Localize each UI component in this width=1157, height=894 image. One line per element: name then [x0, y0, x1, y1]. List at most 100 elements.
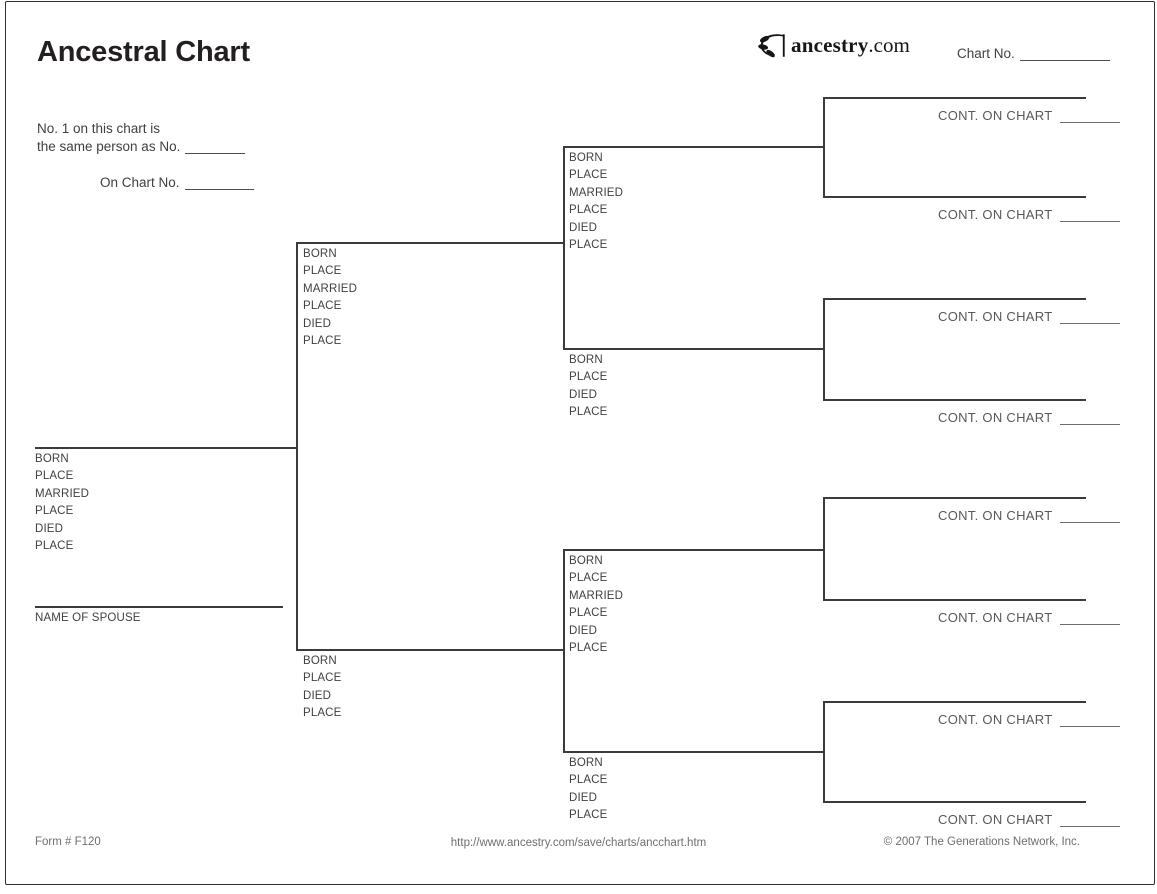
cont-on-chart-8: CONT. ON CHART — [938, 812, 1121, 827]
gen3-maternal-connector-vline — [563, 549, 565, 753]
cont-label: CONT. ON CHART — [938, 108, 1053, 123]
maternal-grandmother-fields: BORN PLACE DIED PLACE — [569, 755, 607, 825]
field-label: PLACE — [569, 239, 608, 252]
cont-on-chart-5: CONT. ON CHART — [938, 508, 1121, 523]
field-label: DIED — [35, 522, 64, 535]
field-label: MARRIED — [35, 487, 90, 500]
person1-fields: BORN PLACE MARRIED PLACE DIED PLACE — [35, 451, 89, 555]
on-chart-no-blank — [184, 178, 254, 190]
cont-on-chart-6: CONT. ON CHART — [938, 610, 1121, 625]
cont-blank — [1060, 312, 1121, 324]
field-label: PLACE — [35, 505, 74, 518]
cont-label: CONT. ON CHART — [938, 309, 1053, 324]
field-label: PLACE — [569, 809, 608, 822]
person1-name-line — [35, 447, 296, 449]
field-label: PLACE — [303, 335, 342, 348]
intro-line2-text: the same person as No. — [37, 138, 181, 154]
gen2-connector-vline — [296, 242, 298, 651]
paternal-grandfather-fields: BORN PLACE MARRIED PLACE DIED PLACE — [569, 150, 623, 254]
field-label: PLACE — [569, 371, 608, 384]
maternal-grandmother-name-line — [563, 751, 824, 753]
cont-label: CONT. ON CHART — [938, 712, 1053, 727]
page-title: Ancestral Chart — [37, 36, 250, 68]
mother-name-line — [296, 649, 564, 651]
field-label: PLACE — [303, 265, 342, 278]
logo-suffix-text: .com — [868, 33, 910, 57]
gen4-name-line-6 — [823, 599, 1086, 601]
field-label: PLACE — [35, 470, 74, 483]
field-label: DIED — [303, 689, 332, 702]
leaf-branch-icon — [758, 34, 785, 58]
field-label: PLACE — [569, 642, 608, 655]
maternal-grandfather-fields: BORN PLACE MARRIED PLACE DIED PLACE — [569, 553, 623, 657]
field-label: PLACE — [569, 607, 608, 620]
field-label: MARRIED — [303, 282, 358, 295]
cont-blank — [1060, 815, 1121, 827]
field-label: PLACE — [569, 406, 608, 419]
father-fields: BORN PLACE MARRIED PLACE DIED PLACE — [303, 246, 357, 350]
mother-fields: BORN PLACE DIED PLACE — [303, 653, 341, 723]
cont-on-chart-7: CONT. ON CHART — [938, 712, 1121, 727]
field-label: BORN — [303, 248, 337, 260]
field-label: NAME OF SPOUSE — [35, 612, 141, 624]
cont-blank — [1060, 111, 1121, 123]
chart-no-blank — [1019, 49, 1110, 61]
gen4-bracket-2-vline — [823, 298, 825, 400]
gen4-name-line-1 — [823, 97, 1086, 99]
field-label: BORN — [569, 354, 603, 366]
cont-label: CONT. ON CHART — [938, 610, 1053, 625]
cont-label: CONT. ON CHART — [938, 207, 1053, 222]
cont-blank — [1060, 413, 1121, 425]
field-label: PLACE — [303, 300, 342, 313]
field-label: PLACE — [569, 204, 608, 217]
gen4-bracket-4-vline — [823, 701, 825, 803]
field-label: PLACE — [569, 572, 608, 585]
cont-blank — [1060, 715, 1121, 727]
field-label: BORN — [569, 152, 603, 164]
field-label: DIED — [569, 221, 598, 234]
footer-copyright: © 2007 The Generations Network, Inc. — [883, 836, 1080, 848]
field-label: PLACE — [303, 707, 342, 720]
spouse-label: NAME OF SPOUSE — [35, 610, 141, 627]
spouse-name-line — [35, 606, 283, 608]
field-label: DIED — [569, 624, 598, 637]
field-label: MARRIED — [569, 186, 624, 199]
footer-form-number: Form # F120 — [35, 836, 101, 848]
paternal-grandmother-fields: BORN PLACE DIED PLACE — [569, 352, 607, 422]
chart-no-field: Chart No. — [957, 46, 1110, 61]
field-label: PLACE — [35, 540, 74, 553]
gen4-name-line-7 — [823, 701, 1086, 703]
field-label: PLACE — [569, 169, 608, 182]
field-label: BORN — [569, 555, 603, 567]
gen4-name-line-3 — [823, 298, 1086, 300]
gen4-bracket-3-vline — [823, 497, 825, 601]
paternal-grandfather-name-line — [563, 146, 824, 148]
field-label: BORN — [569, 757, 603, 769]
intro-line1: No. 1 on this chart is — [37, 121, 161, 136]
field-label: PLACE — [569, 774, 608, 787]
intro-line2: the same person as No. — [37, 138, 246, 156]
field-label: BORN — [303, 655, 337, 667]
intro-line3-text: On Chart No. — [100, 175, 180, 190]
ancestry-logo: ancestry.com — [756, 30, 910, 61]
field-label: PLACE — [303, 672, 342, 685]
cont-label: CONT. ON CHART — [938, 812, 1053, 827]
same-person-blank — [185, 142, 246, 154]
cont-on-chart-1: CONT. ON CHART — [938, 108, 1121, 123]
chart-no-label: Chart No. — [957, 46, 1015, 61]
gen4-name-line-4 — [823, 399, 1086, 401]
paternal-grandmother-name-line — [563, 348, 824, 350]
page-border — [5, 1, 1155, 885]
maternal-grandfather-name-line — [563, 549, 824, 551]
footer-url: http://www.ancestry.com/save/charts/ancc… — [450, 837, 707, 849]
field-label: MARRIED — [569, 589, 624, 602]
intro-line3: On Chart No. — [100, 175, 254, 190]
cont-label: CONT. ON CHART — [938, 410, 1053, 425]
gen4-name-line-2 — [823, 196, 1086, 198]
field-label: DIED — [303, 317, 332, 330]
gen3-paternal-connector-vline — [563, 146, 565, 350]
cont-on-chart-4: CONT. ON CHART — [938, 410, 1121, 425]
cont-blank — [1060, 210, 1121, 222]
cont-on-chart-2: CONT. ON CHART — [938, 207, 1121, 222]
